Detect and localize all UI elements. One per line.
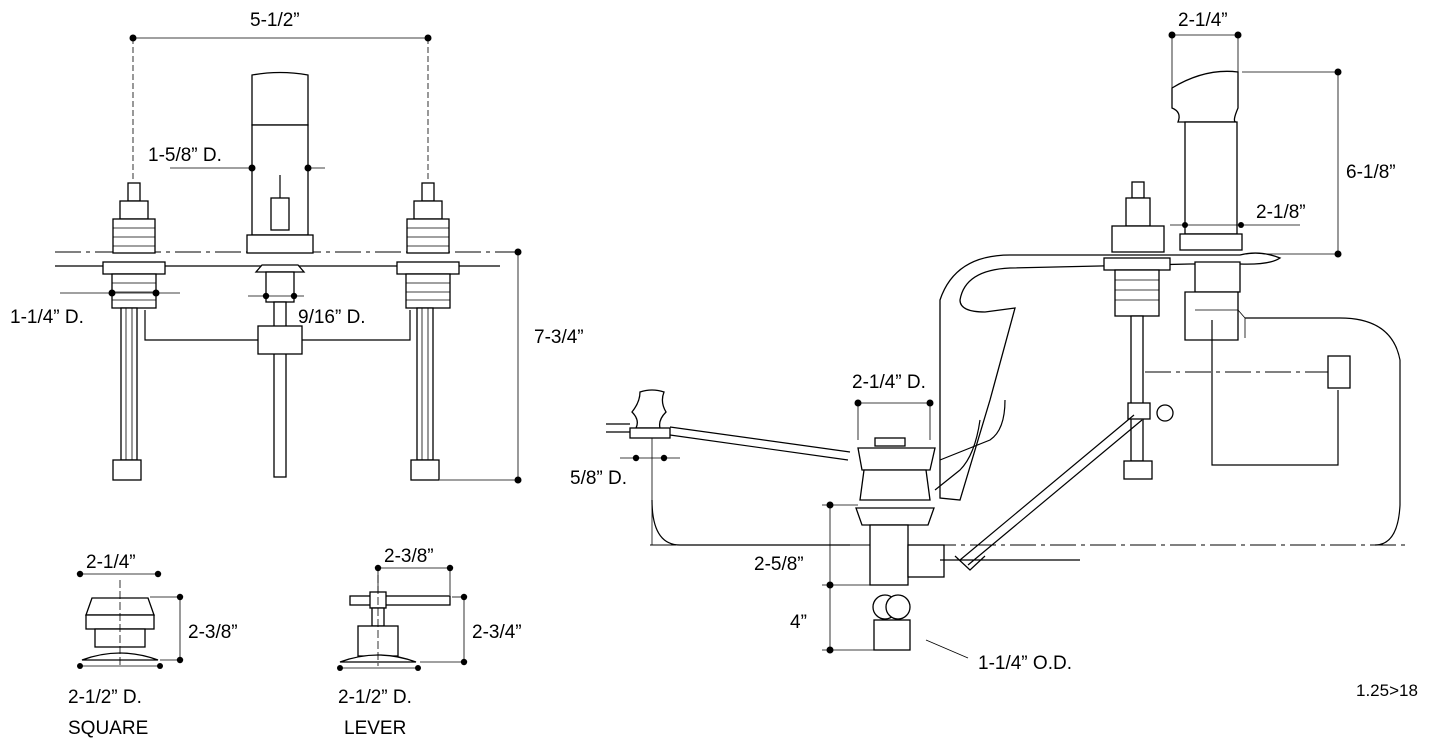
square-handle-view (76, 570, 184, 669)
dim-square-base: 2-1/2” D. (68, 687, 142, 708)
label-lever: LEVER (344, 718, 406, 739)
dim-lever-width: 2-3/8” (384, 546, 434, 567)
side-elevation (606, 31, 1410, 659)
dim-spout-dia: 1-5/8” D. (148, 145, 222, 166)
dim-side-spout-height: 6-1/8” (1346, 162, 1396, 183)
dim-lever-height: 2-3/4” (472, 622, 522, 643)
dim-side-spout-neck: 2-1/8” (1256, 202, 1306, 223)
dim-stem-dia: 1-1/4” D. (10, 307, 84, 328)
dim-top-spread: 5-1/2” (250, 10, 300, 31)
dim-tailpiece-len: 4” (790, 612, 807, 633)
dim-drain-flange-dia: 2-1/4” D. (852, 372, 926, 393)
drawing-code: 1.25>18 (1356, 681, 1418, 700)
dim-below-deck-height: 7-3/4” (534, 327, 584, 348)
dim-square-height: 2-3/8” (188, 622, 238, 643)
dim-square-width: 2-1/4” (86, 552, 136, 573)
side-spout (939, 31, 1342, 501)
right-valve (396, 182, 460, 481)
lift-rod (606, 389, 851, 545)
dim-tailpiece-od: 1-1/4” O.D. (978, 653, 1072, 674)
dim-side-spout-width: 2-1/4” (1178, 10, 1228, 31)
dim-lever-base: 2-1/2” D. (338, 687, 412, 708)
side-valve (1103, 181, 1174, 480)
front-elevation (55, 34, 522, 484)
label-square: SQUARE (68, 718, 148, 739)
dim-drain-height: 2-5/8” (754, 554, 804, 575)
dim-spout-shank-dia: 9/16” D. (298, 307, 366, 328)
dim-rod-dia: 5/8” D. (570, 468, 627, 489)
center-spout (170, 71, 325, 478)
left-valve (60, 182, 180, 481)
lever-handle-view (337, 564, 468, 671)
drain-assembly (822, 399, 1143, 659)
